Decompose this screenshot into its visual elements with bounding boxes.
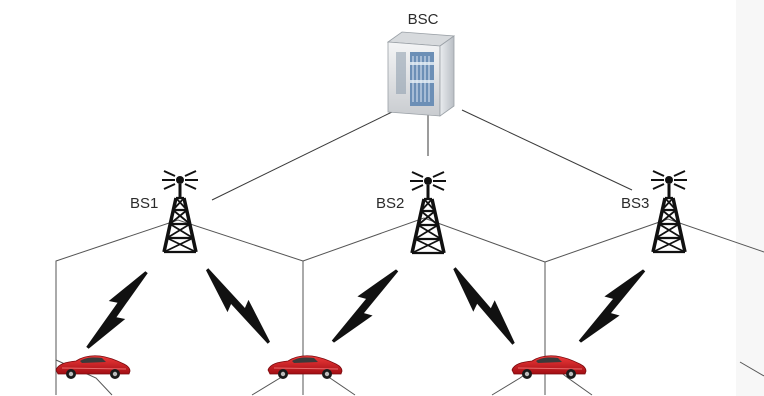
- bs1-label: BS1: [130, 195, 158, 212]
- cell-lower-edge-6: [739, 361, 764, 377]
- server-icon: [386, 31, 456, 117]
- wireless-link-bs3-car3: [570, 262, 654, 350]
- wireless-link-bs1-car2: [197, 261, 279, 351]
- red-car-icon: [267, 355, 343, 380]
- wireless-link-bs2-car2: [323, 262, 407, 350]
- wireless-link-bs2-car3: [444, 260, 524, 352]
- wireless-links: [77, 260, 654, 356]
- red-car-icon: [511, 355, 587, 380]
- backhaul-links: [211, 109, 633, 201]
- cell-1-boundary: [55, 219, 304, 395]
- base-station-bs2: BS2: [376, 170, 448, 255]
- bs2-label: BS2: [376, 195, 404, 212]
- cell-tower-icon: [160, 169, 200, 254]
- link-bsc-bs1: [211, 111, 393, 201]
- bsc-server: BSC: [386, 11, 456, 117]
- base-station-bs1: BS1: [130, 169, 200, 254]
- cell-3-boundary: [544, 218, 764, 263]
- vehicles: [55, 355, 587, 380]
- cell-tower-icon: [649, 169, 689, 254]
- base-station-bs3: BS3: [621, 169, 689, 254]
- red-car-icon: [55, 355, 131, 380]
- cell-tower-icon: [408, 170, 448, 255]
- cell-boundaries: [55, 217, 764, 396]
- bsc-label: BSC: [408, 11, 439, 28]
- edge-shade: [736, 0, 764, 396]
- cell-2-boundary: [302, 217, 546, 395]
- link-bsc-bs3: [461, 109, 633, 191]
- bs3-label: BS3: [621, 195, 649, 212]
- wireless-link-bs1-car1: [77, 264, 157, 356]
